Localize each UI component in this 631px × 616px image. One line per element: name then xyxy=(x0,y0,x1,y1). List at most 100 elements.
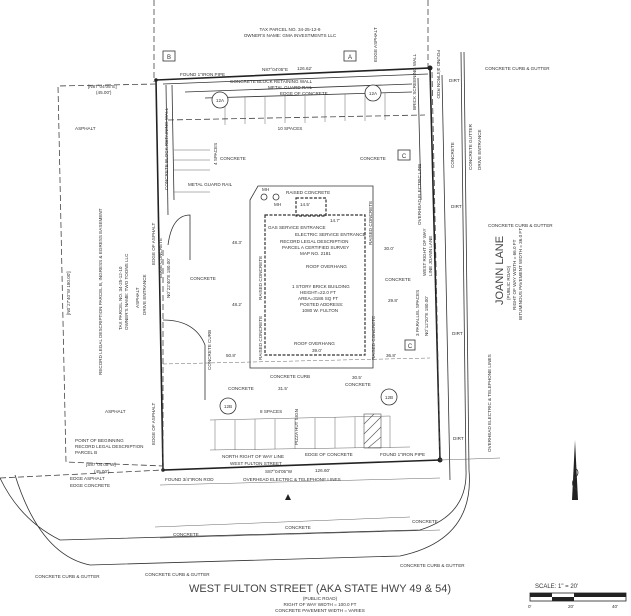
concrete-label: CONCRETE xyxy=(360,156,386,161)
pob-line3: PARCEL B xyxy=(75,450,97,455)
manhole-icon xyxy=(260,193,268,201)
curb-gutter-label: CONCRETE CURB & GUTTER xyxy=(145,572,210,577)
dirt-label: DIRT xyxy=(453,436,464,441)
parallel-spaces: 3 PARALLEL SPACES xyxy=(415,290,420,336)
record-bottom-dist: (45.00') xyxy=(94,469,110,474)
joann-lane-name: JOANN LANE xyxy=(494,236,506,305)
iron-pipe-marker xyxy=(154,78,158,82)
building-outline xyxy=(264,214,366,356)
curb-curve xyxy=(162,319,206,400)
retaining-wall xyxy=(162,73,429,85)
top-parking-stalls xyxy=(167,93,426,125)
north-arrow-icon xyxy=(572,440,579,500)
keynote-12b xyxy=(380,388,398,406)
roof-overhang: ROOF OVERHANG xyxy=(306,264,347,269)
four-spaces: 4 SPACES xyxy=(213,143,218,165)
marker-c-label: C xyxy=(408,344,413,350)
marker-c xyxy=(397,149,411,161)
fulton-curb-north xyxy=(0,469,467,541)
electric-service: ELECTRIC SERVICE ENTRANCE xyxy=(295,232,366,237)
concrete-label: CONCRETE xyxy=(228,386,254,391)
left-guard-rail-label: METAL GUARD RAIL xyxy=(188,182,233,187)
dim-b: 31.5' xyxy=(278,386,288,391)
record-bottom: [S87°04'05"W] xyxy=(86,462,116,467)
dirt-label: DIRT xyxy=(451,204,462,209)
mh-label: MH xyxy=(274,202,281,207)
keynote-12b-label: 12B xyxy=(385,395,393,400)
record-description-1: RECORD LEGAL DESCRIPTION xyxy=(280,239,349,244)
left-bearing: N0°22'40"E 180.00' xyxy=(166,258,171,298)
dim-b: 30.5' xyxy=(352,375,362,380)
street-name: WEST FULTON STREET (AKA STATE HWY 49 & 5… xyxy=(189,583,451,595)
retaining-wall-label: CONCRETE BLOCK RETAINING WALL xyxy=(230,79,313,84)
tax-parcel-2-owner: OWNER'S NAME: TWO TOONS LLC xyxy=(124,253,129,330)
dim-top: 14.5' xyxy=(300,202,310,207)
gas-service: GAS SERVICE ENTRANCE xyxy=(268,225,326,230)
keynote-12a-label: 12A xyxy=(369,91,378,96)
pob-line2: RECORD LEGAL DESCRIPTION xyxy=(75,444,144,449)
building-desc-1: 1 STORY BRICK BUILDING xyxy=(292,284,350,289)
north-row-label: NORTH RIGHT OF WAY LINE xyxy=(222,454,284,459)
top-parcel-number: TAX PARCEL NO. 34-25-12-9 xyxy=(260,27,321,32)
drive-entrance: DRIVE ENTRANCE xyxy=(142,274,147,315)
street-concrete: CONCRETE xyxy=(173,532,199,537)
curb-curve xyxy=(167,214,191,260)
found-rod-ne: FOUND 3/4"IRON ROD xyxy=(436,50,441,99)
keynote-12a xyxy=(211,91,229,109)
concrete-gutter: CONCRETE GUTTER xyxy=(468,123,473,170)
dirt-label: DIRT xyxy=(452,331,463,336)
pizza-sign: PIZZA HUT SIGN xyxy=(294,409,299,445)
raised-concrete-label: RAISED CONCRETE xyxy=(371,316,376,360)
curb-gutter-label: CONCRETE CURB & GUTTER xyxy=(400,563,465,568)
curb-gutter-label: CONCRETE CURB & GUTTER xyxy=(35,574,100,579)
marker-b-label: B xyxy=(167,55,171,61)
curb-gutter-label: CONCRETE CURB & GUTTER xyxy=(488,223,553,228)
right-bearing: N0°12'20"E 180.00' xyxy=(424,296,429,336)
building-desc-2: HEIGHT=22.0 FT xyxy=(300,290,336,295)
ten-spaces: 10 SPACES xyxy=(278,126,303,131)
north-bearing: N87°04'05"E xyxy=(262,67,288,72)
asphalt-label: ASPHALT xyxy=(105,409,126,414)
raised-concrete-outline xyxy=(249,185,374,369)
concrete-label: CONCRETE xyxy=(220,156,246,161)
brick-wall-label: BRICK SCREENING WALL xyxy=(412,53,417,110)
building-desc-5: 1080 W. FULTON xyxy=(302,308,338,313)
curb-gutter-label: CONCRETE CURB & GUTTER xyxy=(485,66,550,71)
bottom-parking-stalls xyxy=(209,415,411,451)
street-row: RIGHT OF WAY WIDTH = 100.0 FT xyxy=(284,602,357,607)
edge-asphalt-top: EDGE ASPHALT xyxy=(373,27,378,62)
dim-bottom: 39.0' xyxy=(312,348,322,353)
hatched-area xyxy=(363,413,382,449)
keynote-12b-label: 12B xyxy=(224,404,232,409)
dimension-line xyxy=(162,357,431,365)
concrete-label: CONCRETE xyxy=(190,276,216,281)
concrete-strip xyxy=(154,516,411,528)
edge-asphalt-bl: EDGE ASPHALT xyxy=(70,476,105,481)
found-rod-sw: FOUND 3/4"IRON ROD xyxy=(165,477,214,482)
marker-c-label: C xyxy=(402,154,407,160)
keynote-12b xyxy=(219,397,237,415)
fulton-curb-south xyxy=(14,469,470,566)
north-distance: 126.62' xyxy=(297,66,312,71)
dim-left: 50.8' xyxy=(226,353,236,358)
concrete-curb-label: CONCRETE CURB xyxy=(270,374,310,379)
eight-spaces: 8 SPACES xyxy=(260,409,282,414)
dim-right: 30.0' xyxy=(384,246,394,251)
street-concrete: CONCRETE xyxy=(412,519,438,524)
edge-asphalt-label: EDGE OF ASPHALT xyxy=(151,403,156,445)
dim-left: 48.2' xyxy=(232,302,242,307)
brick-wall xyxy=(417,77,422,201)
dim-left: 48.3' xyxy=(232,240,242,245)
raised-concrete-label: RAISED CONCRETE xyxy=(286,190,330,195)
manhole-icon xyxy=(272,193,280,201)
marker-a xyxy=(343,50,357,62)
record-description-2: PARCEL A CERTIFIED SURVEY xyxy=(282,245,349,250)
concrete-curb-label: CONCRETE CURB xyxy=(207,330,212,370)
sidewalk-edge xyxy=(441,74,451,481)
found-pipe-nw: FOUND 1"IRON PIPE xyxy=(180,72,225,77)
parcel-b-outline xyxy=(57,83,164,467)
overhead-lines-south: OVERHEAD ELECTRIC & TELEPHONE LINES xyxy=(243,477,341,482)
edge-concrete-label: EDGE OF CONCRETE xyxy=(280,91,328,96)
found-pipe-se: FOUND 1"IRON PIPE xyxy=(380,452,425,457)
record-description-3: MAP NO. 2181 xyxy=(300,251,331,256)
